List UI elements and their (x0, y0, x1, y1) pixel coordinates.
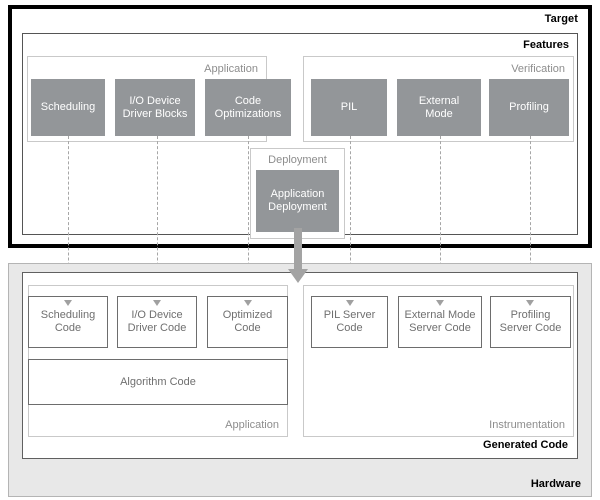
features-group-deployment-label: Deployment (268, 154, 327, 166)
codebox-algorithm-code[interactable]: Algorithm Code (28, 359, 288, 405)
features-label: Features (523, 39, 569, 51)
arrowhead-profiling-icon (526, 300, 534, 306)
features-group-application-label: Application (204, 63, 258, 75)
generated-group-application-label: Application (225, 419, 279, 431)
generated-code-label: Generated Code (483, 439, 568, 451)
deployment-arrow-head-icon (288, 269, 308, 283)
features-group-verification-label: Verification (511, 63, 565, 75)
dashed-link-code-optimizations (248, 136, 249, 296)
arrowhead-io-device-icon (153, 300, 161, 306)
arrowhead-external-mode-icon (436, 300, 444, 306)
dashed-link-pil (350, 136, 351, 296)
hardware-label: Hardware (530, 478, 581, 490)
dashed-link-io-device (157, 136, 158, 296)
tile-profiling[interactable]: Profiling (489, 79, 569, 136)
deployment-arrow-shaft (294, 228, 302, 272)
dashed-link-profiling (530, 136, 531, 296)
tile-scheduling[interactable]: Scheduling (31, 79, 105, 136)
generated-group-instrumentation-label: Instrumentation (489, 419, 565, 431)
tile-pil[interactable]: PIL (311, 79, 387, 136)
arrowhead-scheduling-icon (64, 300, 72, 306)
dashed-link-scheduling (68, 136, 69, 296)
target-label: Target (544, 13, 578, 25)
arrowhead-pil-icon (346, 300, 354, 306)
dashed-link-external-mode (440, 136, 441, 296)
arrowhead-optimized-icon (244, 300, 252, 306)
